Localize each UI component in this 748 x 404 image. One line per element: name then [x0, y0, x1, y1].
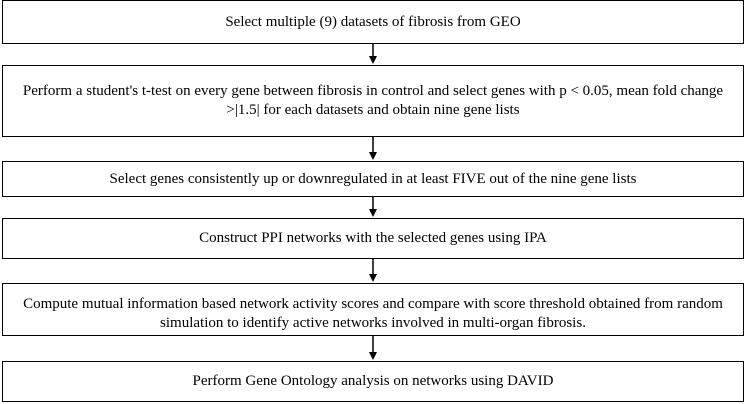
step-t-test: Perform a student's t-test on every gene… [2, 65, 744, 137]
step-select-datasets: Select multiple (9) datasets of fibrosis… [2, 0, 744, 44]
arrow-down-icon [368, 197, 378, 218]
step-select-consistent-genes-text: Select genes consistently up or downregu… [109, 170, 637, 187]
step-compute-activity-scores-text: Compute mutual information based network… [23, 296, 723, 331]
arrow-down-icon [368, 44, 378, 65]
arrow-down-icon [368, 336, 378, 361]
step-gene-ontology: Perform Gene Ontology analysis on networ… [2, 361, 744, 402]
step-select-datasets-text: Select multiple (9) datasets of fibrosis… [225, 13, 521, 30]
step-construct-ppi-text: Construct PPI networks with the selected… [199, 230, 547, 246]
step-select-consistent-genes: Select genes consistently up or downregu… [2, 161, 744, 197]
step-gene-ontology-text: Perform Gene Ontology analysis on networ… [192, 373, 554, 389]
arrow-down-icon [368, 259, 378, 283]
arrow-down-icon [368, 137, 378, 161]
step-t-test-text: Perform a student's t-test on every gene… [22, 83, 724, 118]
step-compute-activity-scores: Compute mutual information based network… [2, 283, 744, 336]
step-construct-ppi: Construct PPI networks with the selected… [2, 218, 744, 259]
